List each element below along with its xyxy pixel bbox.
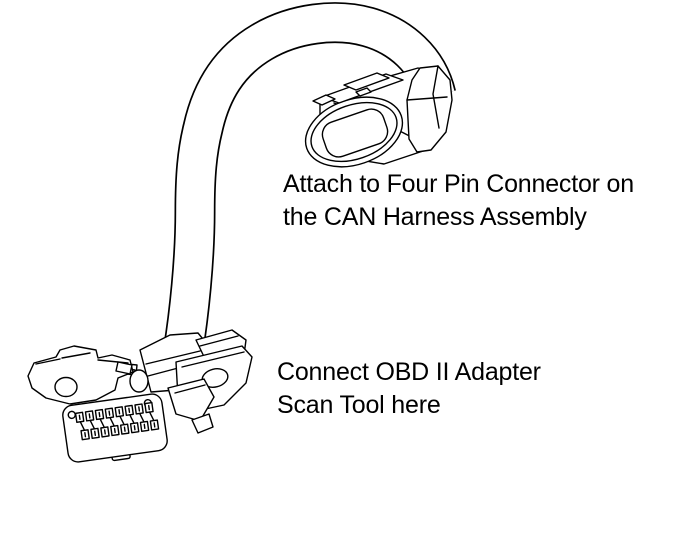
obd-callout-line1: Connect OBD II Adapter bbox=[277, 358, 541, 386]
four-pin-callout-line2: the CAN Harness Assembly bbox=[283, 203, 587, 231]
cable-drawing bbox=[162, 2, 456, 356]
four-pin-connector-drawing bbox=[304, 65, 453, 168]
obd-pin-field bbox=[74, 401, 160, 441]
obd-face bbox=[62, 393, 168, 463]
obd-ii-connector-drawing bbox=[27, 329, 253, 463]
four-pin-callout: Attach to Four Pin Connector on the CAN … bbox=[283, 168, 634, 234]
obd-callout: Connect OBD II Adapter Scan Tool here bbox=[277, 356, 541, 422]
four-pin-callout-line1: Attach to Four Pin Connector on bbox=[283, 170, 634, 198]
obd-callout-line2: Scan Tool here bbox=[277, 391, 441, 419]
